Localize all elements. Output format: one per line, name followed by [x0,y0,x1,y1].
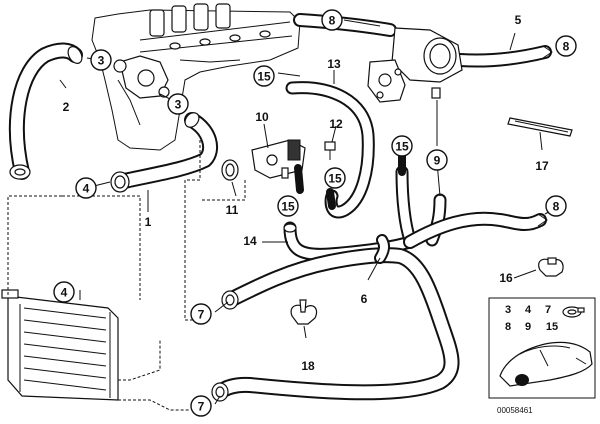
label-13: 13 [327,57,341,71]
svg-text:8: 8 [553,200,560,214]
clamp-16 [538,257,564,277]
callout-7a: 7 [190,303,212,325]
valve-10 [251,139,306,179]
svg-text:15: 15 [395,140,409,154]
svg-text:9: 9 [434,154,441,168]
label-14: 14 [243,234,257,248]
throttle-assembly [367,27,463,103]
svg-text:15: 15 [281,200,295,214]
diagram-code: 00058461 [497,406,533,415]
callout-3b: 3 [167,93,189,115]
svg-text:3: 3 [175,98,182,112]
legend-row1-b: 4 [525,304,532,316]
callout-4a: 4 [75,177,97,199]
callout-3a: 3 [90,49,112,71]
clamp-18 [290,299,318,325]
svg-text:7: 7 [198,308,205,322]
callout-15d: 15 [391,135,413,157]
label-10: 10 [255,110,269,124]
svg-text:8: 8 [329,14,336,28]
svg-text:4: 4 [83,182,90,196]
bolt-12 [324,141,336,160]
svg-text:8: 8 [563,40,570,54]
hose-6 [211,234,460,402]
callout-9: 9 [426,149,448,171]
callout-4b: 4 [53,281,75,303]
hose-2 [9,42,83,180]
legend-inset: 3 4 7 8 9 15 [488,297,596,399]
label-12: 12 [329,117,343,131]
label-11: 11 [226,203,239,217]
legend-row2-a: 8 [505,321,511,333]
label-6: 6 [361,292,368,306]
clamp-icon [562,306,585,318]
svg-text:15: 15 [328,172,342,186]
hose-5 [293,13,553,68]
label-17: 17 [535,159,549,173]
svg-text:7: 7 [198,400,205,414]
legend-row1-c: 7 [545,304,551,316]
svg-text:4: 4 [61,286,68,300]
label-16: 16 [499,271,513,285]
hose-1 [110,112,219,193]
label-2: 2 [63,100,70,114]
label-1: 1 [145,215,152,229]
callout-8a: 8 [321,9,343,31]
callout-15c: 15 [277,195,299,217]
oring-11 [221,159,239,181]
label-18: 18 [301,359,315,373]
legend-row2-b: 9 [525,321,531,333]
radiator [1,289,119,401]
callout-15a: 15 [253,65,275,87]
label-5: 5 [515,13,522,27]
hose-8-right [403,211,548,249]
cable-tie-17 [507,117,573,137]
callout-8b-top: 8 [555,35,577,57]
callout-15b: 15 [324,167,346,189]
legend-row2-c: 15 [546,321,558,333]
leader-lines [7,19,557,411]
callout-7b: 7 [190,395,212,417]
car-icon [499,341,593,387]
callout-8c: 8 [545,195,567,217]
svg-text:15: 15 [257,70,271,84]
legend-row1-a: 3 [505,304,511,316]
svg-text:3: 3 [98,54,105,68]
